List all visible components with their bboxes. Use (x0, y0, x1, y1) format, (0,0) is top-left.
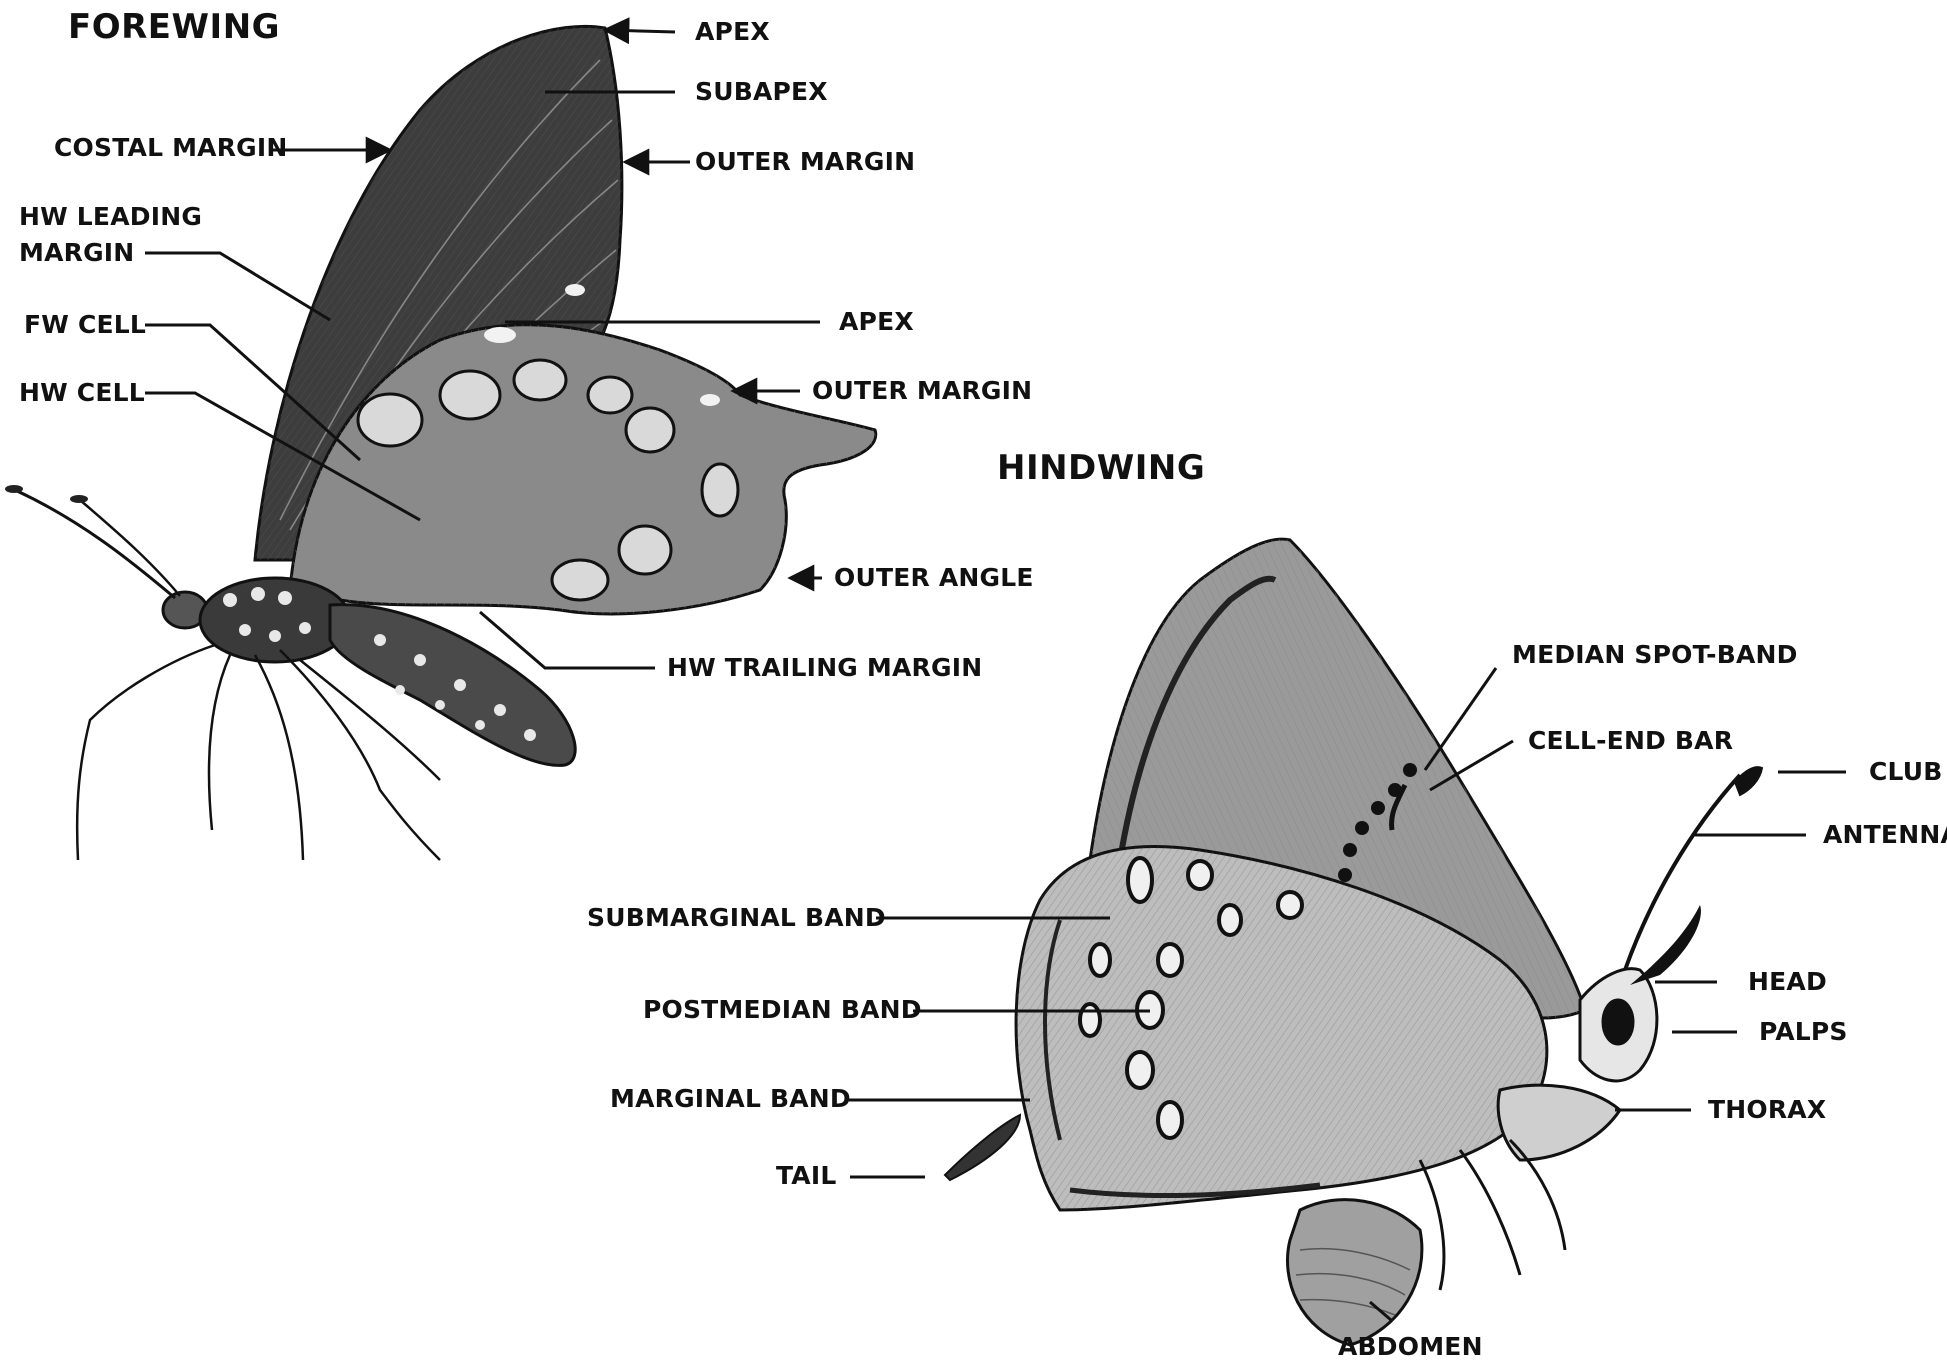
label-hw-trailing-margin: HW TRAILING MARGIN (667, 654, 982, 683)
label-hw-outer-margin: OUTER MARGIN (812, 377, 1032, 406)
label-hw-leading-margin-line2: MARGIN (19, 239, 134, 268)
label-antenna: ANTENNA (1823, 821, 1947, 850)
label-tail: TAIL (776, 1162, 837, 1191)
label-outer-angle: OUTER ANGLE (834, 564, 1034, 593)
label-marginal-band: MARGINAL BAND (610, 1085, 851, 1114)
forewing-heading: FOREWING (68, 8, 280, 47)
hairstreak-tail (945, 1115, 1020, 1180)
label-hw-leading-margin-line1: HW LEADING (19, 203, 202, 232)
label-abdomen: ABDOMEN (1338, 1333, 1483, 1362)
hindwing-heading: HINDWING (997, 449, 1205, 488)
label-cell-end-bar: CELL-END BAR (1528, 727, 1733, 756)
label-club: CLUB (1869, 758, 1943, 787)
label-head: HEAD (1748, 968, 1827, 997)
label-apex: APEX (695, 18, 770, 47)
label-fw-cell: FW CELL (24, 311, 146, 340)
label-postmedian-band: POSTMEDIAN BAND (643, 996, 922, 1025)
hairstreak-antenna-club (1735, 767, 1762, 795)
label-thorax: THORAX (1708, 1096, 1826, 1125)
label-hw-cell: HW CELL (19, 379, 145, 408)
label-palps: PALPS (1759, 1018, 1848, 1047)
label-submarginal-band: SUBMARGINAL BAND (587, 904, 886, 933)
label-subapex: SUBAPEX (695, 78, 828, 107)
label-median-spot-band: MEDIAN SPOT-BAND (1512, 641, 1798, 670)
label-hw-apex: APEX (839, 308, 914, 337)
label-costal-margin: COSTAL MARGIN (54, 134, 288, 163)
label-outer-margin: OUTER MARGIN (695, 148, 915, 177)
